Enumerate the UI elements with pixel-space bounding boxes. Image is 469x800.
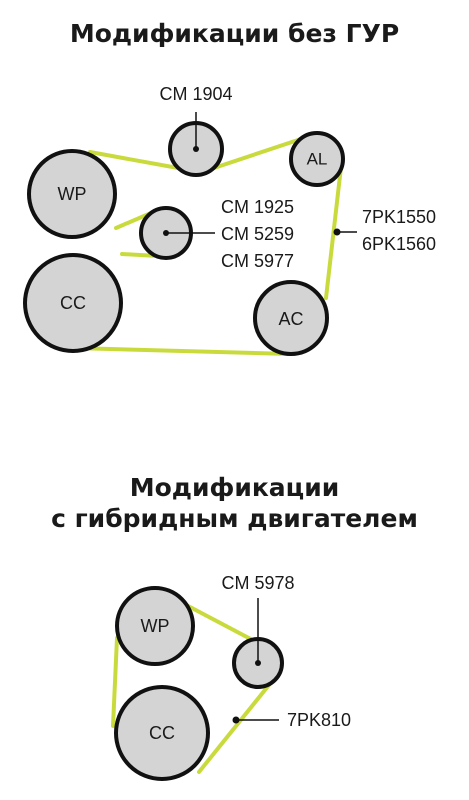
leader-dot	[333, 228, 341, 236]
pulley-label-cc: CC	[60, 293, 86, 313]
diagram-1: WP CC AC AL CM 1904 CM 1925 CM 5259 CM 5…	[23, 84, 436, 356]
belt-segment	[212, 136, 306, 170]
label-belt-6pk1560: 6PK1560	[362, 234, 436, 254]
diagram-2-title-line-2: с гибридным двигателем	[51, 504, 418, 533]
diagram-2-title: Модификации с гибридным двигателем	[0, 472, 469, 534]
pulley-cc	[23, 253, 123, 353]
belt-segment	[72, 346, 292, 356]
label-cm5977: CM 5977	[221, 251, 294, 271]
label-cm1904: CM 1904	[159, 84, 232, 104]
label-cm5259: CM 5259	[221, 224, 294, 244]
belt-7pk1550	[72, 136, 343, 356]
belt-segment	[114, 211, 153, 230]
pulley-cc	[114, 685, 210, 781]
diagram-2: WP CC CM 5978 7PK810	[111, 573, 351, 781]
diagram-1-title: Модификации без ГУР	[69, 19, 400, 48]
pulley-label-cc: CC	[149, 723, 175, 743]
pulley-label-wp: WP	[58, 184, 87, 204]
leader-dot	[232, 716, 240, 724]
belt-segment	[88, 150, 180, 170]
diagram-2-title-line-1: Модификации	[129, 473, 340, 502]
pulley-ac	[253, 280, 329, 356]
pulley-label-al: AL	[307, 150, 328, 169]
label-cm1925: CM 1925	[221, 197, 294, 217]
leader-dot	[163, 230, 169, 236]
pulley-wp	[27, 149, 117, 239]
pulley-wp	[115, 586, 195, 666]
belt-segment	[324, 165, 343, 300]
leader-dot	[255, 660, 261, 666]
belt-segment	[197, 678, 275, 774]
pulley-al	[289, 131, 345, 187]
pulley-label-wp: WP	[141, 616, 170, 636]
pulley-label-ac: AC	[278, 309, 303, 329]
label-belt-7pk1550: 7PK1550	[362, 207, 436, 227]
label-belt-7pk810: 7PK810	[287, 710, 351, 730]
belt-segment	[111, 636, 119, 728]
label-cm5978: CM 5978	[221, 573, 294, 593]
leader-dot	[193, 146, 199, 152]
